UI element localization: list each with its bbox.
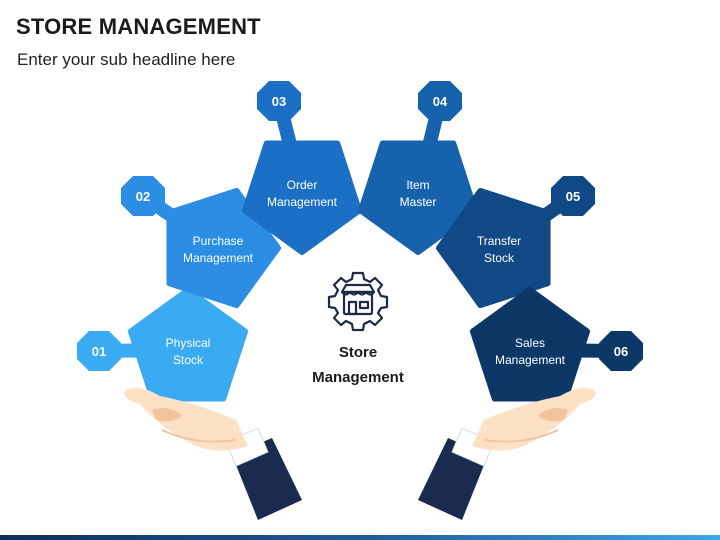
step-label-line1: Purchase <box>193 234 244 248</box>
step-label-line1: Item <box>406 178 429 192</box>
step-number: 03 <box>272 94 286 109</box>
steps-layer: 01PhysicalStock02PurchaseManagement03Ord… <box>77 81 643 402</box>
right-hand-illustration <box>418 387 596 520</box>
step-number-badge <box>599 331 643 371</box>
store-gear-icon <box>327 271 389 332</box>
bottom-accent-bar <box>0 535 720 540</box>
step-label-line2: Management <box>183 251 254 265</box>
center-title-line1: Store <box>339 344 377 361</box>
step-label-line1: Transfer <box>477 234 521 248</box>
step-number: 02 <box>136 189 150 204</box>
step-number: 05 <box>566 189 580 204</box>
center-title-line2: Management <box>312 369 404 386</box>
step-number-badge <box>551 176 595 216</box>
page-title: STORE MANAGEMENT <box>16 14 261 39</box>
step-label-line1: Order <box>287 178 318 192</box>
step-pentagon <box>166 187 281 309</box>
step-label-line2: Stock <box>484 251 515 265</box>
left-hand-illustration <box>124 387 302 520</box>
step-number: 04 <box>433 94 448 109</box>
step-pentagon <box>469 287 591 402</box>
step-label-line1: Physical <box>166 336 211 350</box>
page-subtitle: Enter your sub headline here <box>17 50 236 69</box>
step-number-badge <box>77 331 121 371</box>
step-label-line1: Sales <box>515 336 545 350</box>
step-number-badge <box>257 81 301 121</box>
step-pentagon <box>241 140 363 255</box>
step-number: 06 <box>614 344 628 359</box>
step-label-line2: Master <box>400 195 437 209</box>
step-label-line2: Management <box>495 353 566 367</box>
step-number-badge <box>121 176 165 216</box>
step-pentagon <box>436 187 551 309</box>
step-number-badge <box>418 81 462 121</box>
step-pentagon <box>127 287 249 402</box>
step-number: 01 <box>92 344 106 359</box>
step-label-line2: Management <box>267 195 338 209</box>
step-label-line2: Stock <box>173 353 204 367</box>
